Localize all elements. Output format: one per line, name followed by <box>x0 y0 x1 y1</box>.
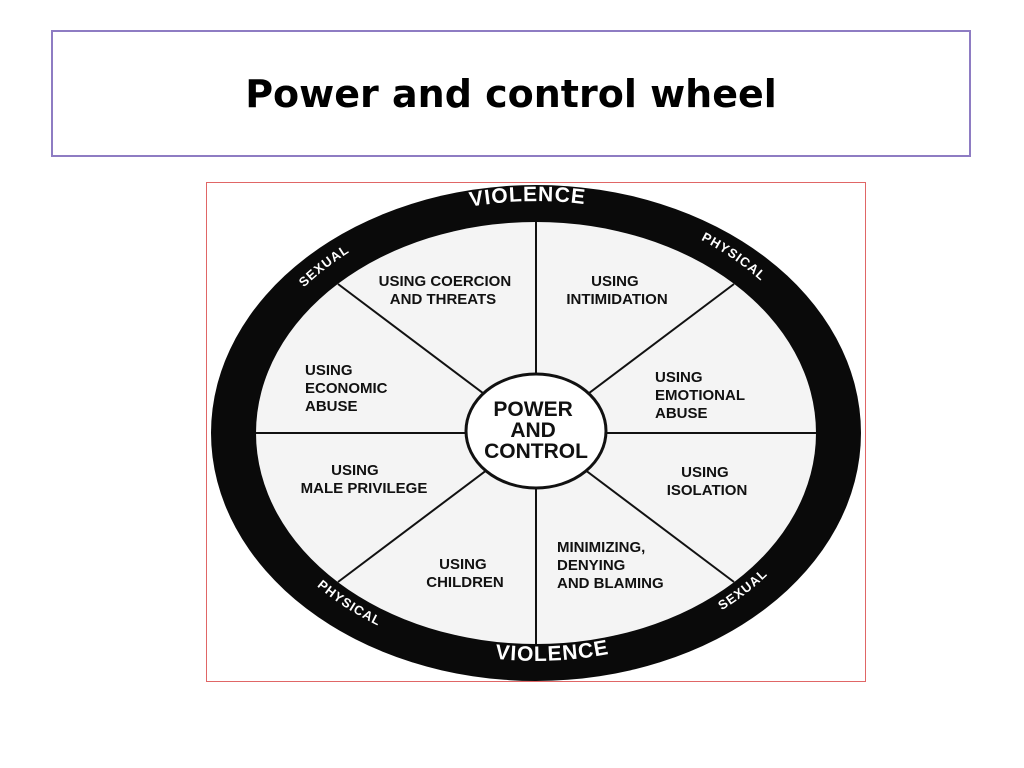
segment-economic: USING ECONOMIC ABUSE <box>305 362 392 415</box>
power-control-wheel: POWER AND CONTROL USING COERCION AND THR… <box>211 183 861 681</box>
segment-isolation: USING ISOLATION <box>667 464 748 499</box>
segment-coercion: USING COERCION AND THREATS <box>379 273 516 308</box>
segment-privilege: USING MALE PRIVILEGE <box>301 462 428 497</box>
segment-children: USING CHILDREN <box>426 556 504 591</box>
center-hub <box>464 372 608 490</box>
segment-intimidation: USING INTIMIDATION <box>566 273 667 308</box>
segment-minimizing: MINIMIZING, DENYING AND BLAMING <box>557 539 664 592</box>
title-box: Power and control wheel <box>51 30 971 157</box>
segment-emotional: USING EMOTIONAL ABUSE <box>655 369 749 422</box>
wheel-figure: POWER AND CONTROL USING COERCION AND THR… <box>206 182 866 682</box>
center-text: POWER AND CONTROL <box>484 398 588 463</box>
slide-title: Power and control wheel <box>245 71 777 116</box>
